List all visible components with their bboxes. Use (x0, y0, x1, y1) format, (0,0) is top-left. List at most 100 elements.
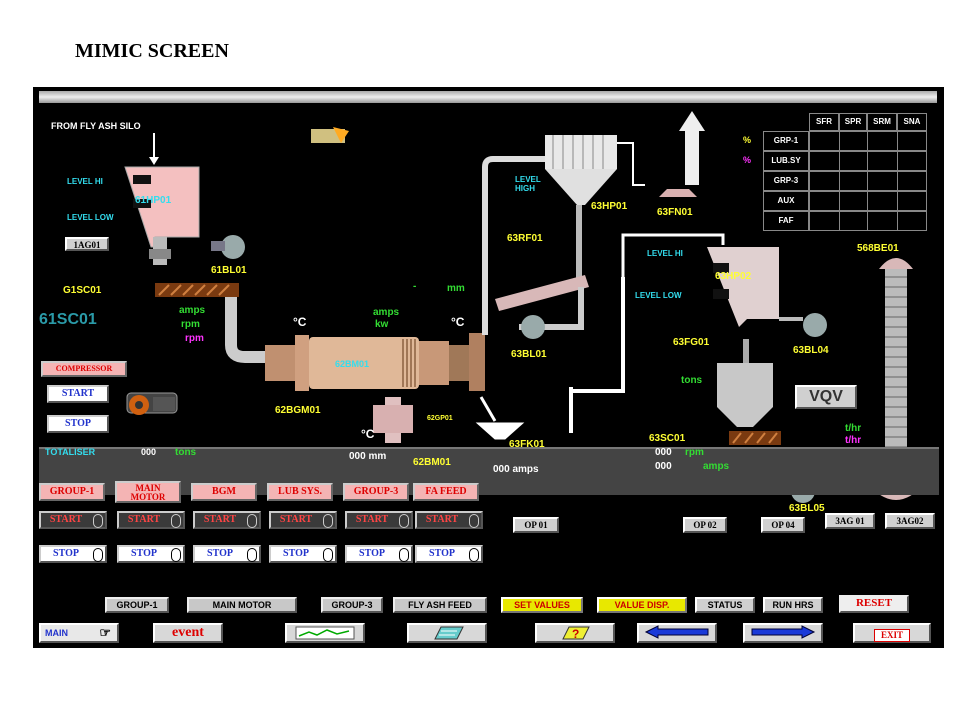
group-1-stop-button[interactable]: STOP (39, 545, 107, 563)
group-1-label[interactable]: GROUP-1 (39, 483, 105, 501)
bgm-stop-button[interactable]: STOP (193, 545, 261, 563)
op-02-button[interactable]: OP 02 (683, 517, 727, 533)
status-table: SFR SPR SRM SNA % GRP-1 % LUB.SY GRP-3 A… (743, 113, 927, 231)
top-bar (39, 91, 937, 103)
63hp02-label: 63HP02 (715, 271, 752, 282)
document-icon (434, 626, 464, 640)
exit-button[interactable]: EXIT (853, 623, 931, 643)
op-04-button[interactable]: OP 04 (761, 517, 805, 533)
group-3-stop-button[interactable]: STOP (345, 545, 413, 563)
63fn01-label: 63FN01 (657, 207, 693, 218)
bgm-start-label: START (203, 514, 237, 525)
set-values-button[interactable]: SET VALUES (501, 597, 583, 613)
stop-indicator-icon (171, 548, 181, 562)
fa-feed-label[interactable]: FA FEED (413, 483, 479, 501)
status-cell (809, 151, 927, 171)
status-cell (809, 171, 927, 191)
fly-ash-silo-label: FROM FLY ASH SILO (51, 121, 141, 131)
63fg01-tons-label: tons (681, 375, 703, 386)
61hp01-level-hi-label: LEVEL HI (67, 177, 103, 186)
bottom-main-motor-button[interactable]: MAIN MOTOR (187, 597, 297, 613)
bgm-label[interactable]: BGM (191, 483, 257, 501)
event-button[interactable]: event (153, 623, 223, 643)
mill-mm-label: mm (447, 283, 465, 294)
status-header-sna: SNA (897, 113, 927, 131)
g1sc01-label: G1SC01 (63, 285, 102, 296)
lub-sys-start-label: START (279, 514, 313, 525)
op-01-button[interactable]: OP 01 (513, 517, 559, 533)
63sc01-amps-value: 000 (655, 461, 672, 472)
next-page-button[interactable] (743, 623, 823, 643)
bottom-group-1-button[interactable]: GROUP-1 (105, 597, 169, 613)
bottom-fly-ash-feed-button[interactable]: FLY ASH FEED (393, 597, 487, 613)
help-button[interactable]: ? (535, 623, 615, 643)
compressor-button[interactable]: COMPRESSOR (41, 361, 127, 377)
status-row-grp3: GRP-3 (763, 171, 809, 191)
reset-button[interactable]: RESET (839, 595, 909, 613)
lub-sys-label[interactable]: LUB SYS. (267, 483, 333, 501)
run-hrs-button[interactable]: RUN HRS (763, 597, 823, 613)
status-header-sfr: SFR (809, 113, 839, 131)
process-diagram (39, 111, 939, 503)
main-motor-start-button[interactable]: START (117, 511, 185, 529)
group-3-start-button[interactable]: START (345, 511, 413, 529)
fa-feed-stop-button[interactable]: STOP (415, 545, 483, 563)
63hp02-level-low-label: LEVEL LOW (635, 291, 682, 300)
mill-dash: - (413, 281, 417, 292)
63fk01-label: 63FK01 (509, 439, 545, 450)
mill-degc-right: °C (451, 315, 465, 329)
status-row-grp1-mark: % (743, 135, 752, 145)
stop-indicator-icon (93, 548, 103, 562)
trend-button[interactable] (285, 623, 365, 643)
start-indicator-icon (247, 514, 257, 528)
lub-sys-start-button[interactable]: START (269, 511, 337, 529)
main-motor-stop-label: STOP (131, 548, 157, 559)
compressor-stop-button[interactable]: STOP (47, 415, 109, 433)
status-cell (809, 191, 927, 211)
main-nav-button[interactable]: MAIN ☞ (39, 623, 119, 643)
3ag-01-button[interactable]: 3AG 01 (825, 513, 875, 529)
bgm-stop-label: STOP (207, 548, 233, 559)
previous-page-button[interactable] (637, 623, 717, 643)
3ag02-button[interactable]: 3AG02 (885, 513, 935, 529)
arrow-right-icon (751, 625, 816, 639)
mill-rpm-label-left: rpm (181, 319, 200, 330)
group-3-label[interactable]: GROUP-3 (343, 483, 409, 501)
start-indicator-icon (93, 514, 103, 528)
stop-indicator-icon (469, 548, 479, 562)
report-button[interactable] (407, 623, 487, 643)
status-header-spr: SPR (839, 113, 867, 131)
mill-degc-left: °C (293, 315, 307, 329)
start-indicator-icon (469, 514, 479, 528)
lub-sys-stop-button[interactable]: STOP (269, 545, 337, 563)
mill-rpm-label-magenta: rpm (185, 333, 204, 344)
help-question-icon: ? (562, 626, 590, 641)
fa-feed-start-button[interactable]: START (415, 511, 483, 529)
group-1-start-button[interactable]: START (39, 511, 107, 529)
62gp01-label: 62GP01 (427, 415, 453, 422)
lub-sys-stop-label: STOP (283, 548, 309, 559)
exit-label: EXIT (873, 629, 910, 642)
61sc01-label: 61SC01 (39, 311, 97, 328)
fa-feed-stop-label: STOP (429, 548, 455, 559)
value-disp-button[interactable]: VALUE DISP. (597, 597, 687, 613)
bgm-start-button[interactable]: START (193, 511, 261, 529)
main-motor-stop-button[interactable]: STOP (117, 545, 185, 563)
63rf01-label: 63RF01 (507, 233, 543, 244)
thr-label-magenta: t/hr (845, 435, 862, 446)
63fg01-label: 63FG01 (673, 337, 710, 348)
main-motor-label[interactable]: MAIN MOTOR (115, 481, 181, 503)
bottom-group-3-button[interactable]: GROUP-3 (321, 597, 383, 613)
compressor-start-label: START (61, 388, 95, 399)
vqv-button[interactable]: VQV (795, 385, 857, 409)
1ag01-button[interactable]: 1AG01 (65, 237, 109, 251)
status-button[interactable]: STATUS (695, 597, 755, 613)
compressor-start-button[interactable]: START (47, 385, 109, 403)
start-indicator-icon (323, 514, 333, 528)
62bgm01-label: 62BGM01 (275, 405, 321, 416)
mill-degc-pump: °C (361, 427, 375, 441)
63bl05-label: 63BL05 (789, 503, 825, 514)
mill-mm-value-text: 000 mm (349, 451, 387, 462)
stop-indicator-icon (247, 548, 257, 562)
group-3-start-label: START (355, 514, 389, 525)
